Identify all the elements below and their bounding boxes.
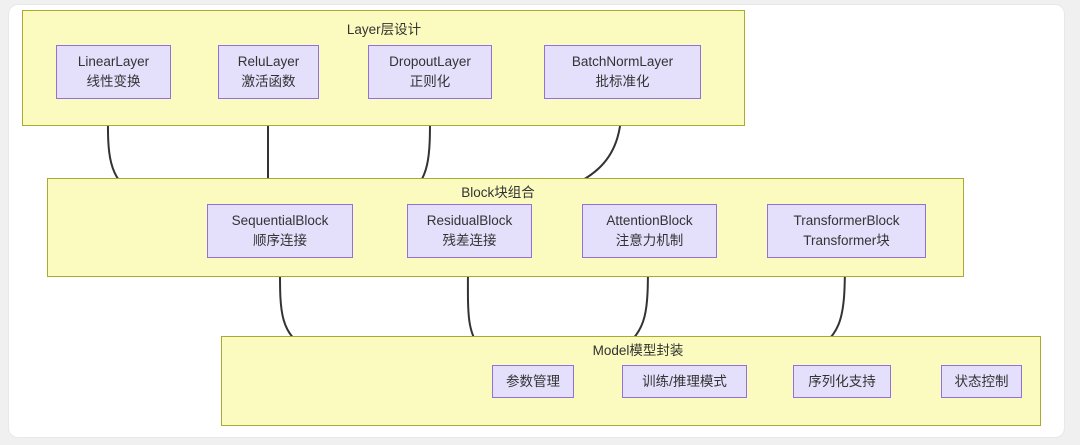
node-batchnorm[interactable]: BatchNormLayer 批标准化 (544, 45, 701, 99)
node-label-secondary: 激活函数 (241, 74, 296, 89)
node-label-primary: 训练/推理模式 (642, 373, 727, 389)
node-label-secondary: 正则化 (409, 74, 451, 89)
node-label-primary: TransformerBlock (793, 213, 900, 229)
node-linear[interactable]: LinearLayer 线性变换 (56, 45, 171, 99)
node-label-primary: 参数管理 (506, 373, 560, 389)
node-label-secondary: Transformer块 (803, 233, 890, 248)
node-sequential[interactable]: SequentialBlock 顺序连接 (207, 204, 353, 258)
node-residual[interactable]: ResidualBlock 残差连接 (407, 204, 532, 258)
node-label-secondary: 线性变换 (86, 74, 141, 89)
node-state[interactable]: 状态控制 (941, 365, 1022, 398)
node-label-secondary: 批标准化 (595, 74, 650, 89)
node-label-primary: ResidualBlock (426, 213, 513, 229)
node-params[interactable]: 参数管理 (492, 365, 574, 398)
node-label-secondary: 顺序连接 (253, 233, 307, 248)
node-serialize[interactable]: 序列化支持 (793, 365, 891, 398)
node-relu[interactable]: ReluLayer 激活函数 (218, 45, 319, 99)
node-label-primary: ReluLayer (237, 54, 300, 70)
node-label-secondary: 注意力机制 (615, 233, 684, 248)
group-label-block: Block块组合 (461, 185, 535, 200)
node-label-primary: LinearLayer (77, 54, 150, 70)
node-label-primary: 序列化支持 (808, 373, 876, 389)
node-label-primary: 状态控制 (954, 373, 1009, 389)
node-label-primary: BatchNormLayer (571, 54, 674, 70)
node-label-secondary: 残差连接 (442, 233, 497, 248)
node-mode[interactable]: 训练/推理模式 (622, 365, 747, 398)
group-label-model: Model模型封装 (592, 343, 684, 358)
node-attention[interactable]: AttentionBlock 注意力机制 (582, 204, 717, 258)
group-label-layer: Layer层设计 (346, 22, 422, 37)
node-label-primary: DropoutLayer (389, 54, 471, 70)
node-label-primary: SequentialBlock (231, 213, 329, 229)
node-label-primary: AttentionBlock (606, 213, 693, 229)
node-dropout[interactable]: DropoutLayer 正则化 (368, 45, 492, 99)
